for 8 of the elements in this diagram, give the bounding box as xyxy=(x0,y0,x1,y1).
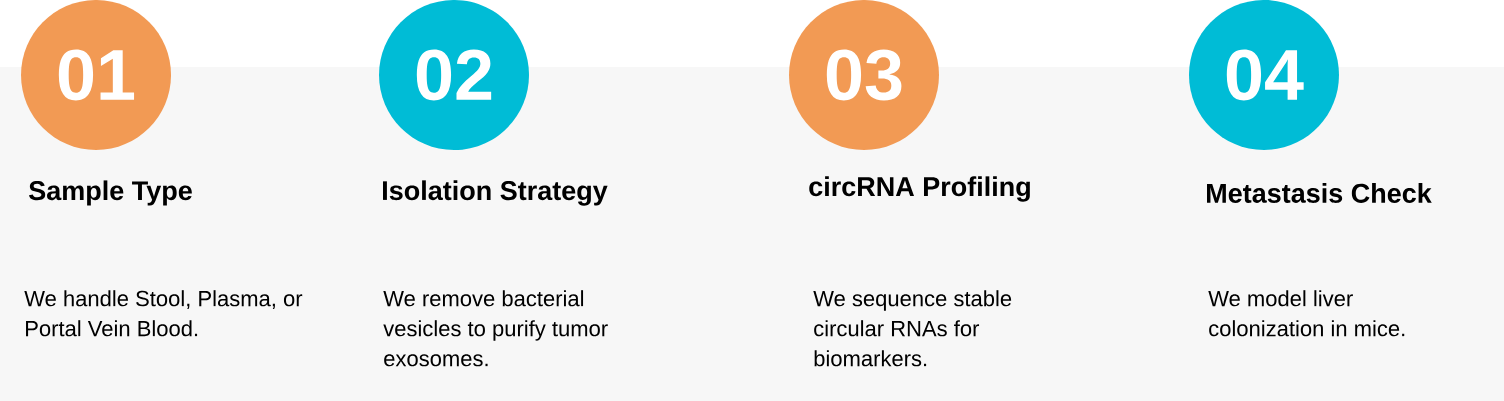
step-description: We handle Stool, Plasma, or Portal Vein Blood. xyxy=(24,290,303,337)
step-heading: Isolation Strategy xyxy=(383,180,608,206)
step-heading: Sample Type xyxy=(29,180,192,206)
step-description: We sequence stable circular RNAs for biomarkers. xyxy=(813,290,1012,367)
step-description: We model liver colonization in mice. xyxy=(1208,290,1405,337)
step-heading: Metastasis Check xyxy=(1207,183,1432,203)
step-heading: circRNA Profiling xyxy=(809,176,1030,202)
step-description: We remove bacterial vesicles to purify tumor exosomes. xyxy=(383,290,608,367)
